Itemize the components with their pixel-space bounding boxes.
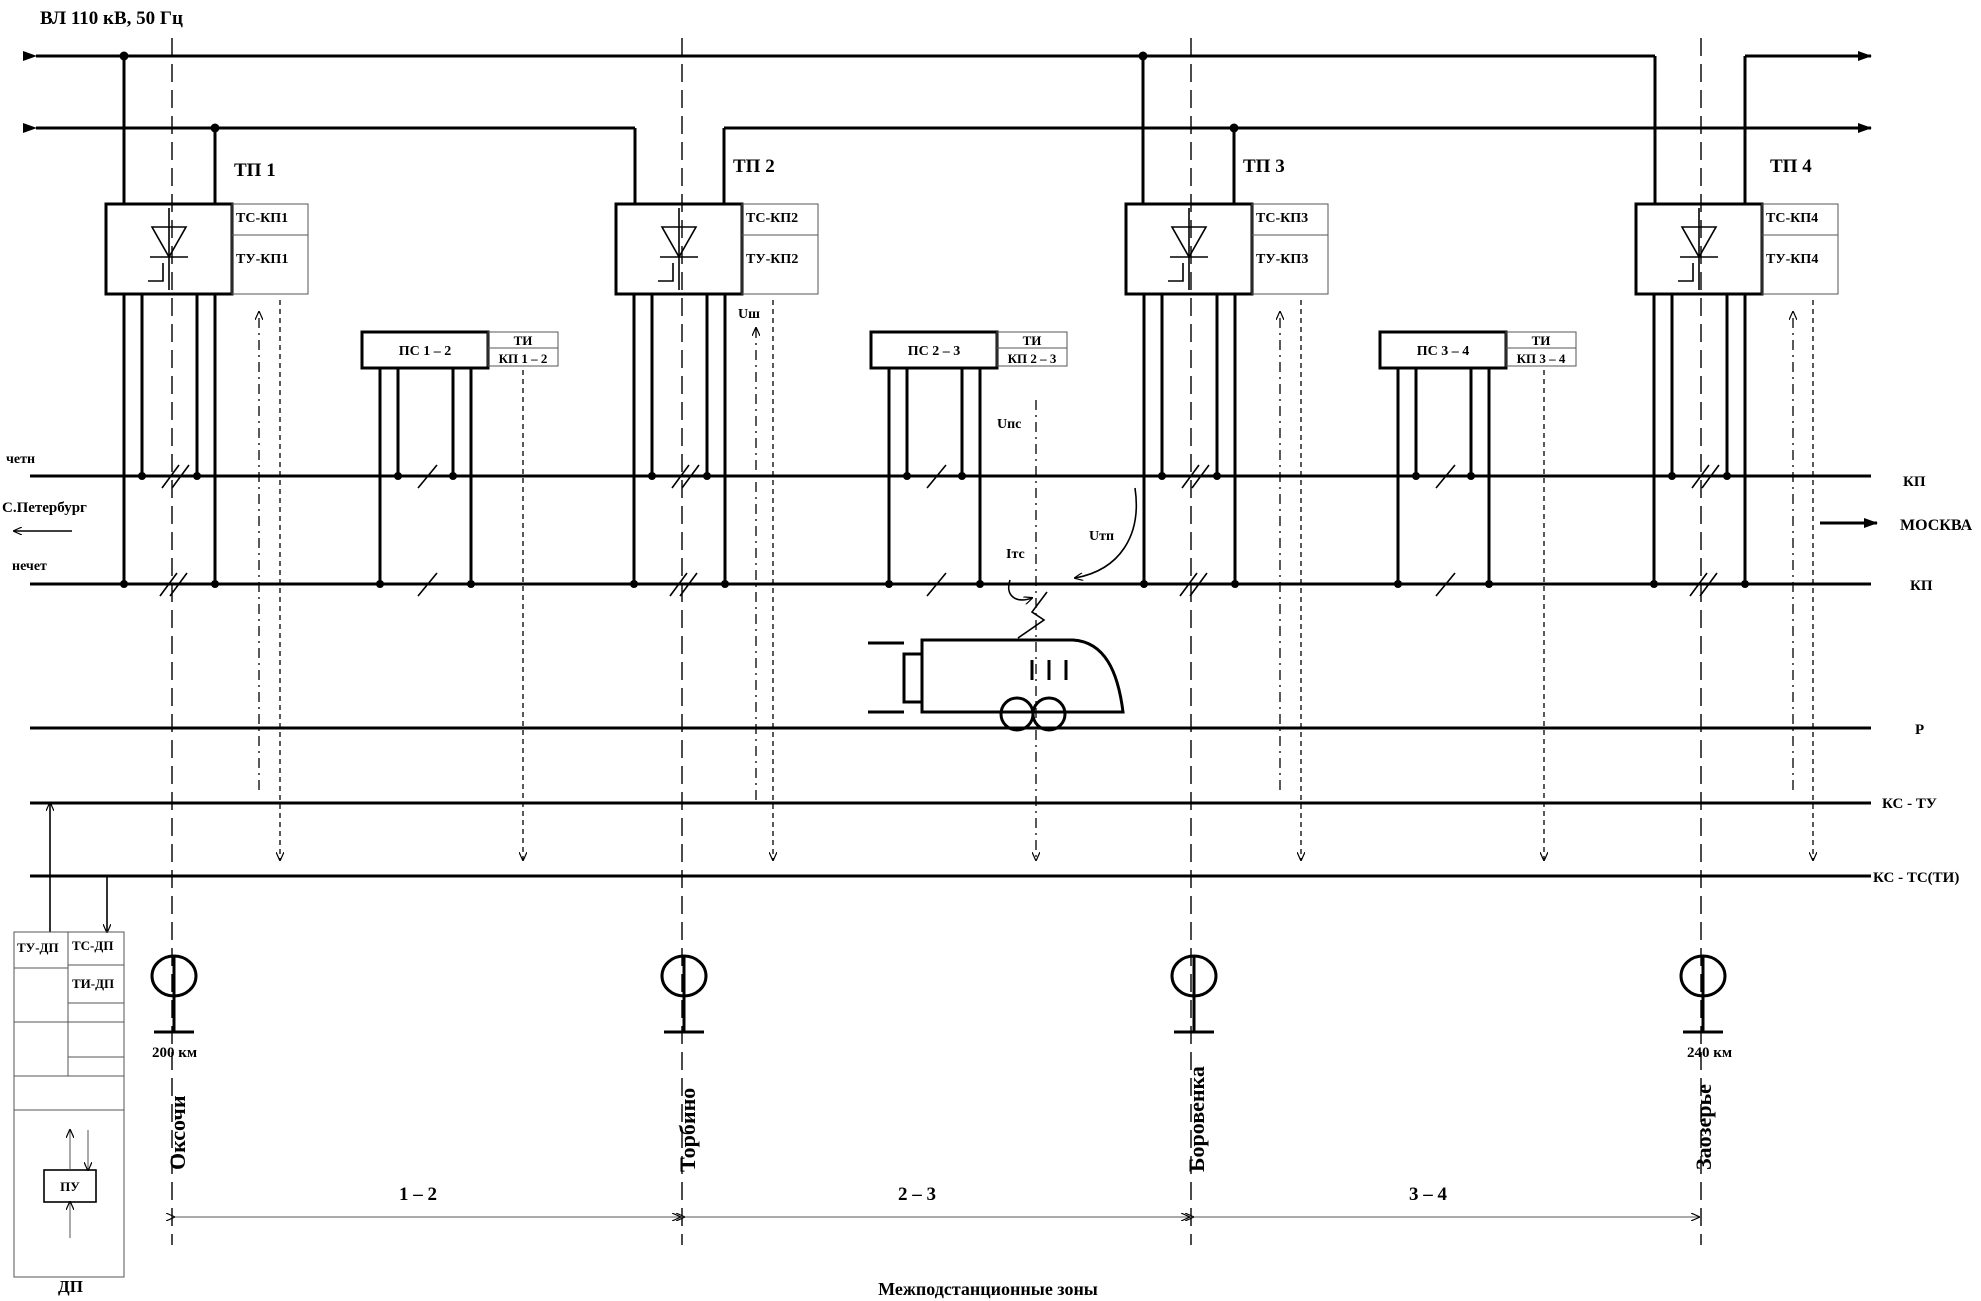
tu-label: ТУ-КП3 [1256,252,1308,267]
zones-caption: Межподстанционные зоны [878,1279,1098,1299]
odd-track-label: нечет [12,559,47,574]
i-tc-label: Iтс [1006,547,1025,562]
zone-label: 2 – 3 [898,1184,936,1205]
substation-name: ТП 2 [733,156,775,177]
tu-label: ТУ-КП2 [746,252,798,267]
section-insulators [159,464,1720,597]
thyristor-icon [148,208,188,290]
even-track-label: четн [6,452,35,467]
contact-wires [30,474,1871,878]
i-tc-arrow-icon [1008,579,1032,600]
line-title: ВЛ 110 кВ, 50 Гц [40,8,183,29]
tu-label: ТУ-КП1 [236,252,288,267]
tp-feeders [122,294,1747,584]
overhead-line-110kv [23,51,1872,133]
kp-label: КП 1 – 2 [499,351,548,366]
station-signal-icons [150,954,1727,1034]
dp-label: ДП [58,1277,83,1296]
east-direction-label: МОСКВА [1900,517,1973,534]
km-mark-end: 240 км [1687,1045,1732,1061]
substation-tp-1: ТП 1 ТС-КП1 ТУ-КП1 [104,160,309,296]
substation-name: ТП 1 [234,160,276,181]
thyristor-icon [1678,208,1718,290]
ks-ts-label: КС - ТС(ТИ) [1873,870,1959,886]
u-sh-label: Uш [738,307,760,322]
ts-label: ТС-КП1 [236,211,288,226]
locomotive-icon [868,591,1125,732]
substation-tp-4: ТП 4 ТС-КП4 ТУ-КП4 [1634,156,1839,296]
ti-label: ТИ [1532,333,1551,348]
substation-name: ТП 3 [1243,156,1285,177]
hv-feeders [122,56,1747,204]
u-ps-label: Uпс [997,417,1021,432]
post-name: ПС 3 – 4 [1417,344,1470,359]
section-post-3-4: ПС 3 – 4 ТИ КП 3 – 4 [1378,330,1577,370]
west-direction-label: С.Петербург [2,500,87,516]
post-name: ПС 2 – 3 [908,344,961,359]
dp-ts-label: ТС-ДП [72,938,113,953]
telecontrol-lines [259,300,1813,860]
thyristor-icon [1168,208,1208,290]
kp-top-label: КП [1903,474,1926,490]
ts-label: ТС-КП3 [1256,211,1308,226]
station-separators [171,38,1702,1245]
km-mark-start: 200 км [152,1045,197,1061]
section-post-1-2: ПС 1 – 2 ТИ КП 1 – 2 [360,330,559,370]
ts-label: ТС-КП2 [746,211,798,226]
substation-tp-3: ТП 3 ТС-КП3 ТУ-КП3 [1124,156,1329,296]
kp-label: КП 3 – 4 [1517,351,1566,366]
junction-dots [120,472,1749,588]
kp-bottom-label: КП [1910,578,1933,594]
tu-label: ТУ-КП4 [1766,252,1818,267]
station-name: Боровенка [1184,1066,1209,1172]
ks-tu-label: КС - ТУ [1882,796,1937,812]
post-name: ПС 1 – 2 [399,344,452,359]
ti-label: ТИ [514,333,533,348]
pu-label: ПУ [60,1179,80,1194]
section-post-2-3: ПС 2 – 3 ТИ КП 2 – 3 [869,330,1068,370]
substation-tp-2: ТП 2 ТС-КП2 ТУ-КП2 [614,156,819,296]
ti-label: ТИ [1023,333,1042,348]
station-name: Заозерье [1691,1084,1716,1170]
zone-label: 1 – 2 [399,1184,437,1205]
u-tp-label: Uтп [1089,529,1114,544]
dp-ti-label: ТИ-ДП [72,976,114,991]
substation-name: ТП 4 [1770,156,1812,177]
dispatcher-panel: ТУ-ДП ТС-ДП ТИ-ДП ПУ [13,803,125,1278]
station-name: Оксочи [165,1095,190,1170]
zone-label: 3 – 4 [1409,1184,1448,1205]
station-name: Торбино [675,1088,700,1172]
rail-label: Р [1915,722,1924,738]
u-tp-arrow-icon [1075,487,1137,578]
dp-tu-label: ТУ-ДП [17,940,59,955]
thyristor-icon [658,208,698,290]
ts-label: ТС-КП4 [1766,211,1818,226]
kp-label: КП 2 – 3 [1008,351,1057,366]
ps-feeders [378,368,1491,584]
